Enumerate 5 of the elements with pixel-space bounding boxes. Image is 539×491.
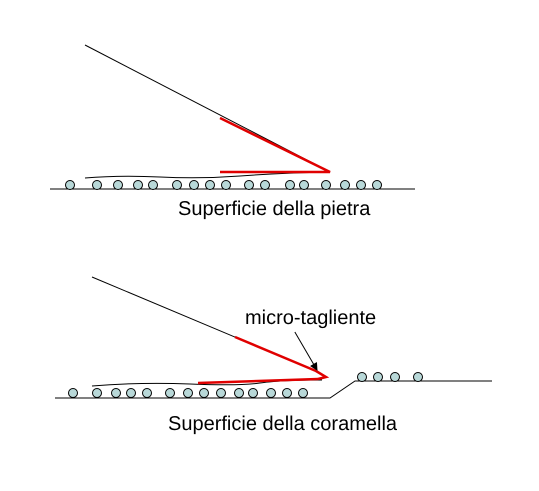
callout-text: micro-tagliente: [245, 307, 376, 330]
surface-label: Superficie della pietra: [178, 198, 370, 221]
leader-line: [294, 332, 318, 371]
micro-edge-curve: [315, 370, 330, 380]
surface-label: Superficie della coramella: [168, 413, 398, 436]
